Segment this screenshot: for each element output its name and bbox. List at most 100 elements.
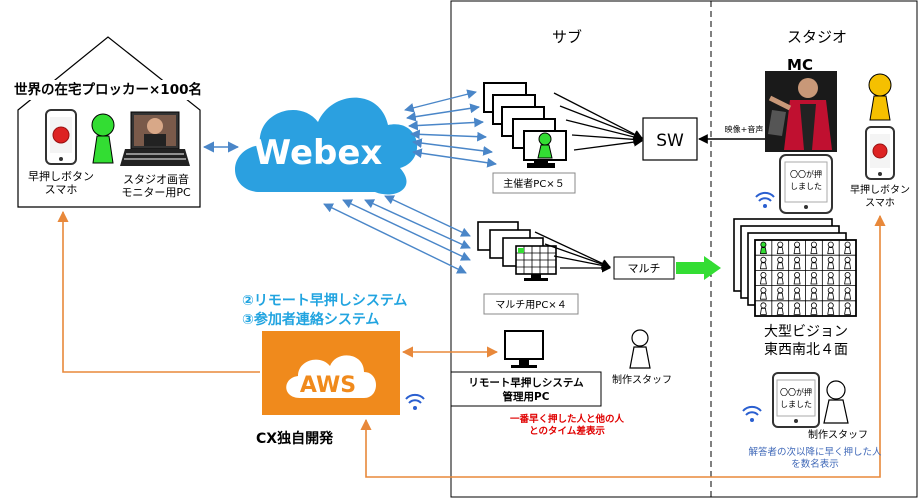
vision-participant-icon [777, 241, 784, 248]
vision-participant-body [827, 277, 835, 285]
vision-participant-icon [794, 256, 801, 263]
vision-label-2: 東西南北４面 [764, 342, 848, 358]
aws-label: AWS [300, 373, 356, 398]
vision-participant-icon [760, 287, 767, 294]
sub-title: サブ [552, 28, 582, 46]
time-note-2: とのタイム差表示 [529, 425, 605, 437]
mc-tablet-icon [779, 154, 833, 214]
vision-participant-icon [844, 241, 851, 248]
home-title: 世界の在宅プロッカー×100名 [14, 81, 202, 98]
studio-title: スタジオ [787, 28, 847, 46]
multi-vision-arrow [676, 256, 721, 280]
system-item-2: ③参加者連絡システム [242, 311, 379, 328]
mc-label: MC [787, 56, 813, 74]
vision-participant-body [844, 277, 852, 285]
vision-participant-body [810, 262, 818, 270]
host-pc-label-box [492, 172, 576, 194]
vision-participant-body [776, 277, 784, 285]
multi-pc-label: マルチ用PC×４ [495, 299, 566, 311]
studio-wifi-icon [755, 191, 775, 208]
vision-participant-icon [794, 241, 801, 248]
vision-participant-icon [844, 302, 851, 309]
webex-label: Webex [254, 133, 383, 173]
vision-participant-body [759, 292, 767, 300]
vision-participant-body [776, 308, 784, 315]
vision-participant-icon [760, 256, 767, 263]
studio-tablet-text-1: 〇〇が押 [780, 387, 812, 397]
studio-participant-icon [868, 73, 892, 121]
admin-pc-label-2: 管理用PC [503, 390, 550, 403]
vision-participant-body [827, 262, 835, 270]
multi-pc-stack-icon [477, 221, 557, 281]
home-monitor-label-1: スタジオ画音 [123, 172, 189, 186]
time-note-1: 一番早く押した人と他の人 [510, 413, 625, 425]
studio-staff-label: 制作スタッフ [808, 428, 868, 441]
vision-participant-body [776, 262, 784, 270]
vision-participant-body [827, 247, 835, 254]
vision-participant-icon [844, 287, 851, 294]
tablet-text-1: 〇〇が押 [790, 169, 822, 179]
vision-participant-icon [810, 256, 817, 263]
sub-staff-icon [629, 329, 651, 369]
vision-participant-icon [827, 287, 834, 294]
vision-participant-icon [760, 241, 767, 248]
host-sw-arrows [553, 92, 643, 151]
vision-participant-body [793, 247, 801, 254]
multi-label: マルチ [628, 262, 661, 275]
sub-staff-label: 制作スタッフ [612, 373, 672, 386]
mc-photo [765, 71, 837, 152]
vision-participant-icon [777, 271, 784, 278]
vision-participant-body [810, 277, 818, 285]
vision-participant-icon [827, 302, 834, 309]
studio-phone-label-2: スマホ [865, 197, 895, 209]
vision-participant-icon [810, 287, 817, 294]
vision-participant-body [844, 262, 852, 270]
vision-participant-icon [827, 256, 834, 263]
vision-participant-icon [794, 287, 801, 294]
vision-participant-body [759, 277, 767, 285]
studio-phone-label-1: 早押しボタン [850, 183, 910, 196]
vision-participant-icon [827, 271, 834, 278]
vision-participant-icon [760, 302, 767, 309]
vision-participant-body [827, 292, 835, 300]
cx-label: CX独自開発 [256, 430, 334, 447]
count-note-2: を数名表示 [791, 458, 839, 470]
admin-pc-icon [504, 330, 544, 368]
vision-label-1: 大型ビジョン [764, 324, 848, 340]
vision-participant-body [827, 308, 835, 315]
studio-staff-icon [823, 380, 849, 424]
vision-participant-body [793, 308, 801, 315]
vision-participant-icon [777, 256, 784, 263]
vision-participant-body [810, 308, 818, 315]
vision-participant-body [810, 292, 818, 300]
home-phone-label-1: 早押しボタン [28, 169, 94, 183]
cloud-host-arrows [404, 89, 497, 168]
studio-tablet-text-2: しました [780, 400, 812, 409]
home-monitor-label-2: モニター用PC [121, 186, 191, 199]
vision-participant-body [776, 292, 784, 300]
host-pc-label: 主催者PC×５ [503, 177, 564, 190]
vision-participant-body [759, 247, 767, 254]
vision-participant-body [759, 308, 767, 315]
cloud-multi-arrows [323, 195, 471, 274]
vision-participant-icon [794, 271, 801, 278]
vision-participant-body [793, 262, 801, 270]
host-icon [537, 132, 553, 159]
vision-participant-icon [760, 271, 767, 278]
vision-participant-body [810, 247, 818, 254]
system-item-1: ②リモート早押しシステム [242, 292, 407, 309]
vision-participant-icon [844, 271, 851, 278]
studio-tablet-icon [772, 372, 820, 428]
webex-cloud-icon [235, 97, 418, 195]
host-pc-stack-icon [483, 82, 567, 168]
vision-participant-body [776, 247, 784, 254]
vision-participant-icon [810, 271, 817, 278]
home-phone-icon [45, 109, 77, 165]
vision-participant-body [844, 292, 852, 300]
vision-participant-body [759, 262, 767, 270]
large-vision-screens [733, 218, 857, 317]
home-aws-line [57, 210, 260, 373]
studio-monitor-pc-icon [120, 111, 190, 166]
participant-icon [91, 113, 115, 164]
